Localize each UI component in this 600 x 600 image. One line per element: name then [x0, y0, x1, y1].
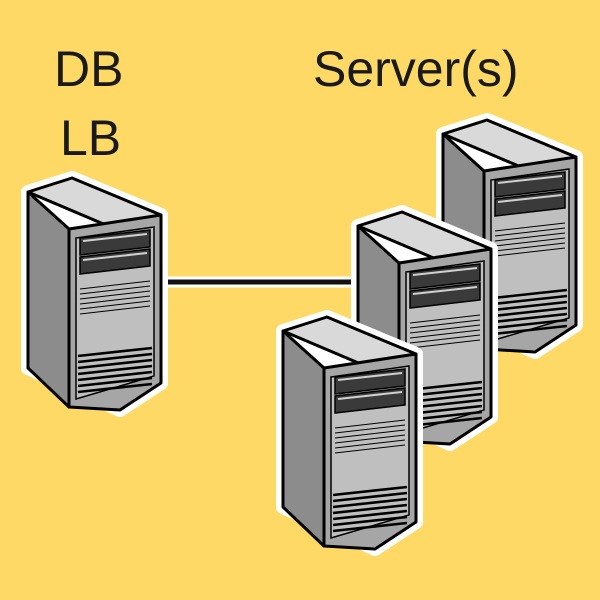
- servers-label: Server(s): [313, 41, 519, 97]
- server-slot-line: [334, 429, 406, 439]
- server-slot-line: [494, 242, 566, 252]
- server-slot-line: [79, 295, 151, 305]
- server-tower-icon: [276, 310, 423, 556]
- server-slot-line: [334, 434, 406, 444]
- server-drive-bay-highlight: [337, 391, 403, 400]
- server-drive-bay-highlight: [82, 233, 148, 242]
- server-vent-stripe: [492, 288, 568, 300]
- server-vent-stripe: [332, 509, 408, 521]
- server-vent-stripe: [332, 497, 408, 509]
- server-slot-line: [409, 334, 481, 344]
- server-vent-stripe: [492, 306, 568, 318]
- server-slot-line: [494, 232, 566, 242]
- server-vent-stripe: [332, 491, 408, 503]
- server-slot-line: [494, 247, 566, 257]
- server-slot-line: [409, 319, 481, 329]
- server-side-face: [281, 329, 326, 548]
- lb-label: LB: [60, 110, 122, 166]
- server-slot-line: [334, 424, 406, 434]
- server-vent-stripe: [77, 382, 153, 394]
- server-slot-line: [334, 444, 406, 454]
- server-vent-stripe: [77, 370, 153, 382]
- db-label: DB: [54, 41, 124, 97]
- server-slot-line: [334, 419, 406, 429]
- server-vent-stripe: [492, 294, 568, 306]
- server-slot-line: [79, 290, 151, 300]
- server-vent-stripe: [492, 324, 568, 336]
- server-vent-stripe: [332, 503, 408, 515]
- server-slot-line: [79, 280, 151, 290]
- server-vent-stripe: [77, 376, 153, 388]
- server-vent-stripe: [77, 358, 153, 370]
- server-vent-stripe: [77, 364, 153, 376]
- server-drive-bay-highlight: [82, 252, 148, 261]
- server-drive-bay-highlight: [412, 286, 478, 295]
- server-slot-line: [79, 300, 151, 310]
- server-side-face: [26, 190, 71, 409]
- server-vent-stripe: [77, 346, 153, 358]
- server-drive-bay-highlight: [412, 267, 478, 276]
- server-slot-line: [409, 314, 481, 324]
- server-vent-stripe: [332, 485, 408, 497]
- server-vent-stripe: [332, 521, 408, 533]
- server-vent-stripe: [332, 515, 408, 527]
- server-slot-line: [494, 227, 566, 237]
- server-slot-line: [494, 222, 566, 232]
- server-slot-line: [409, 329, 481, 339]
- server-slot-line: [79, 285, 151, 295]
- server-slot-line: [409, 324, 481, 334]
- server-vent-stripe: [492, 312, 568, 324]
- server-vent-stripe: [492, 300, 568, 312]
- server-vent-stripe: [492, 318, 568, 330]
- server-slot-line: [79, 305, 151, 315]
- server-drive-bay-highlight: [497, 194, 563, 203]
- server-drive-bay-highlight: [337, 372, 403, 381]
- server-slot-line: [409, 339, 481, 349]
- server-slot-line: [334, 439, 406, 449]
- server-slot-line: [494, 237, 566, 247]
- server-tower-icon: [21, 171, 168, 417]
- server-drive-bay-highlight: [497, 175, 563, 184]
- server-vent-stripe: [77, 352, 153, 364]
